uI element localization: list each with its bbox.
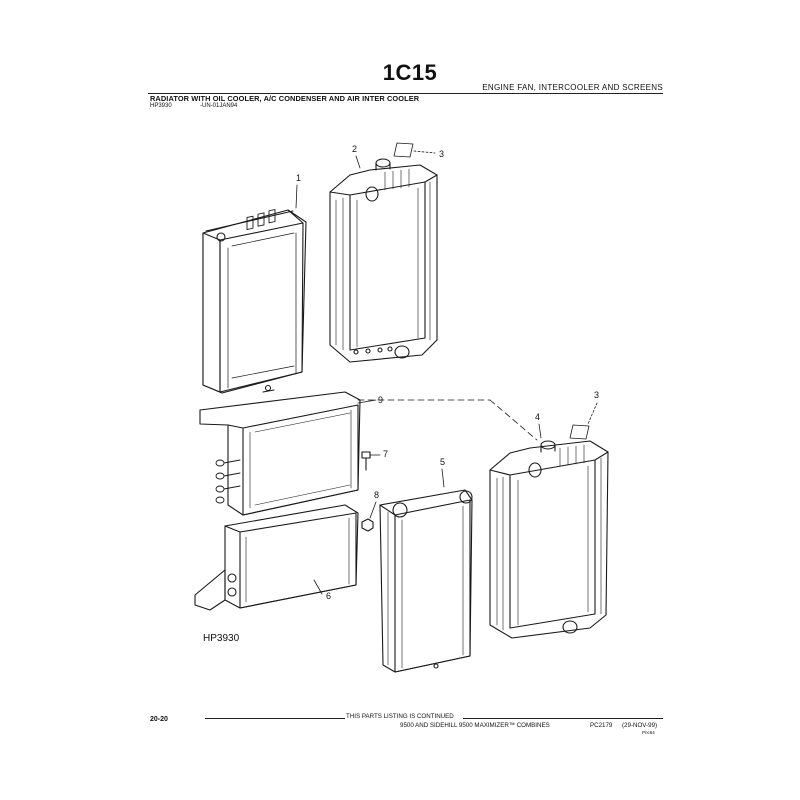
callout-6: 6 [326, 591, 331, 601]
header-rule [148, 93, 663, 94]
footer-code: Pnc64 [642, 730, 655, 735]
callout-3-right: 3 [594, 390, 599, 400]
part-3-decal-right [569, 424, 590, 440]
part-5-core [379, 489, 473, 673]
part-8-nut [361, 518, 374, 532]
part-4-radiator [489, 440, 609, 639]
part-3-decal-top [393, 142, 414, 158]
footer-date: (29-NOV-99) [622, 722, 658, 729]
part-2-radiator [329, 158, 438, 363]
footer-continued: THIS PARTS LISTING IS CONTINUED [346, 713, 454, 720]
section-title: ENGINE FAN, INTERCOOLER AND SCREENS [482, 83, 663, 92]
part-7-bolt [361, 451, 371, 471]
diagram-subtitle: RADIATOR WITH OIL COOLER, A/C CONDENSER … [150, 94, 420, 103]
callout-2: 2 [352, 144, 357, 154]
footer-page: 20-20 [150, 716, 168, 723]
hp-date: -UN-01JAN94 [200, 103, 238, 109]
leader-1 [295, 184, 298, 209]
callout-8: 8 [374, 490, 379, 500]
part-9-condenser [199, 391, 361, 516]
callout-4: 4 [535, 412, 540, 422]
leader-9 [357, 399, 377, 404]
part-6-intercooler [194, 504, 359, 611]
footer-rule-right [463, 718, 663, 719]
page-number: 1C15 [382, 60, 438, 85]
footer-combine: 9500 AND SIDEHILL 9500 MAXIMIZER™ COMBIN… [400, 722, 550, 729]
callout-1: 1 [296, 173, 301, 183]
part-1-oil-cooler [202, 209, 307, 394]
callout-3-top: 3 [439, 149, 444, 159]
callout-5: 5 [440, 457, 445, 467]
figure-code: HP3930 [203, 633, 240, 644]
footer-pc: PC2179 [590, 722, 613, 729]
footer-rule-left [205, 718, 345, 719]
leader-2 [355, 155, 361, 169]
hp-code: HP3930 [150, 103, 172, 109]
callout-7: 7 [383, 449, 388, 459]
